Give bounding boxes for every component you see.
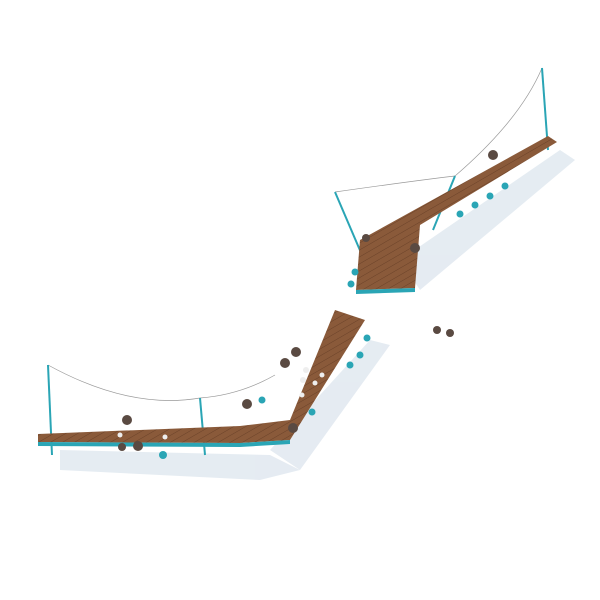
poles [47, 67, 549, 456]
upper-table [356, 136, 557, 294]
shadows [60, 150, 575, 480]
string-lights [47, 67, 543, 401]
plates [117, 367, 325, 440]
people [118, 150, 498, 451]
lower-table [38, 310, 365, 447]
stools [159, 182, 509, 459]
